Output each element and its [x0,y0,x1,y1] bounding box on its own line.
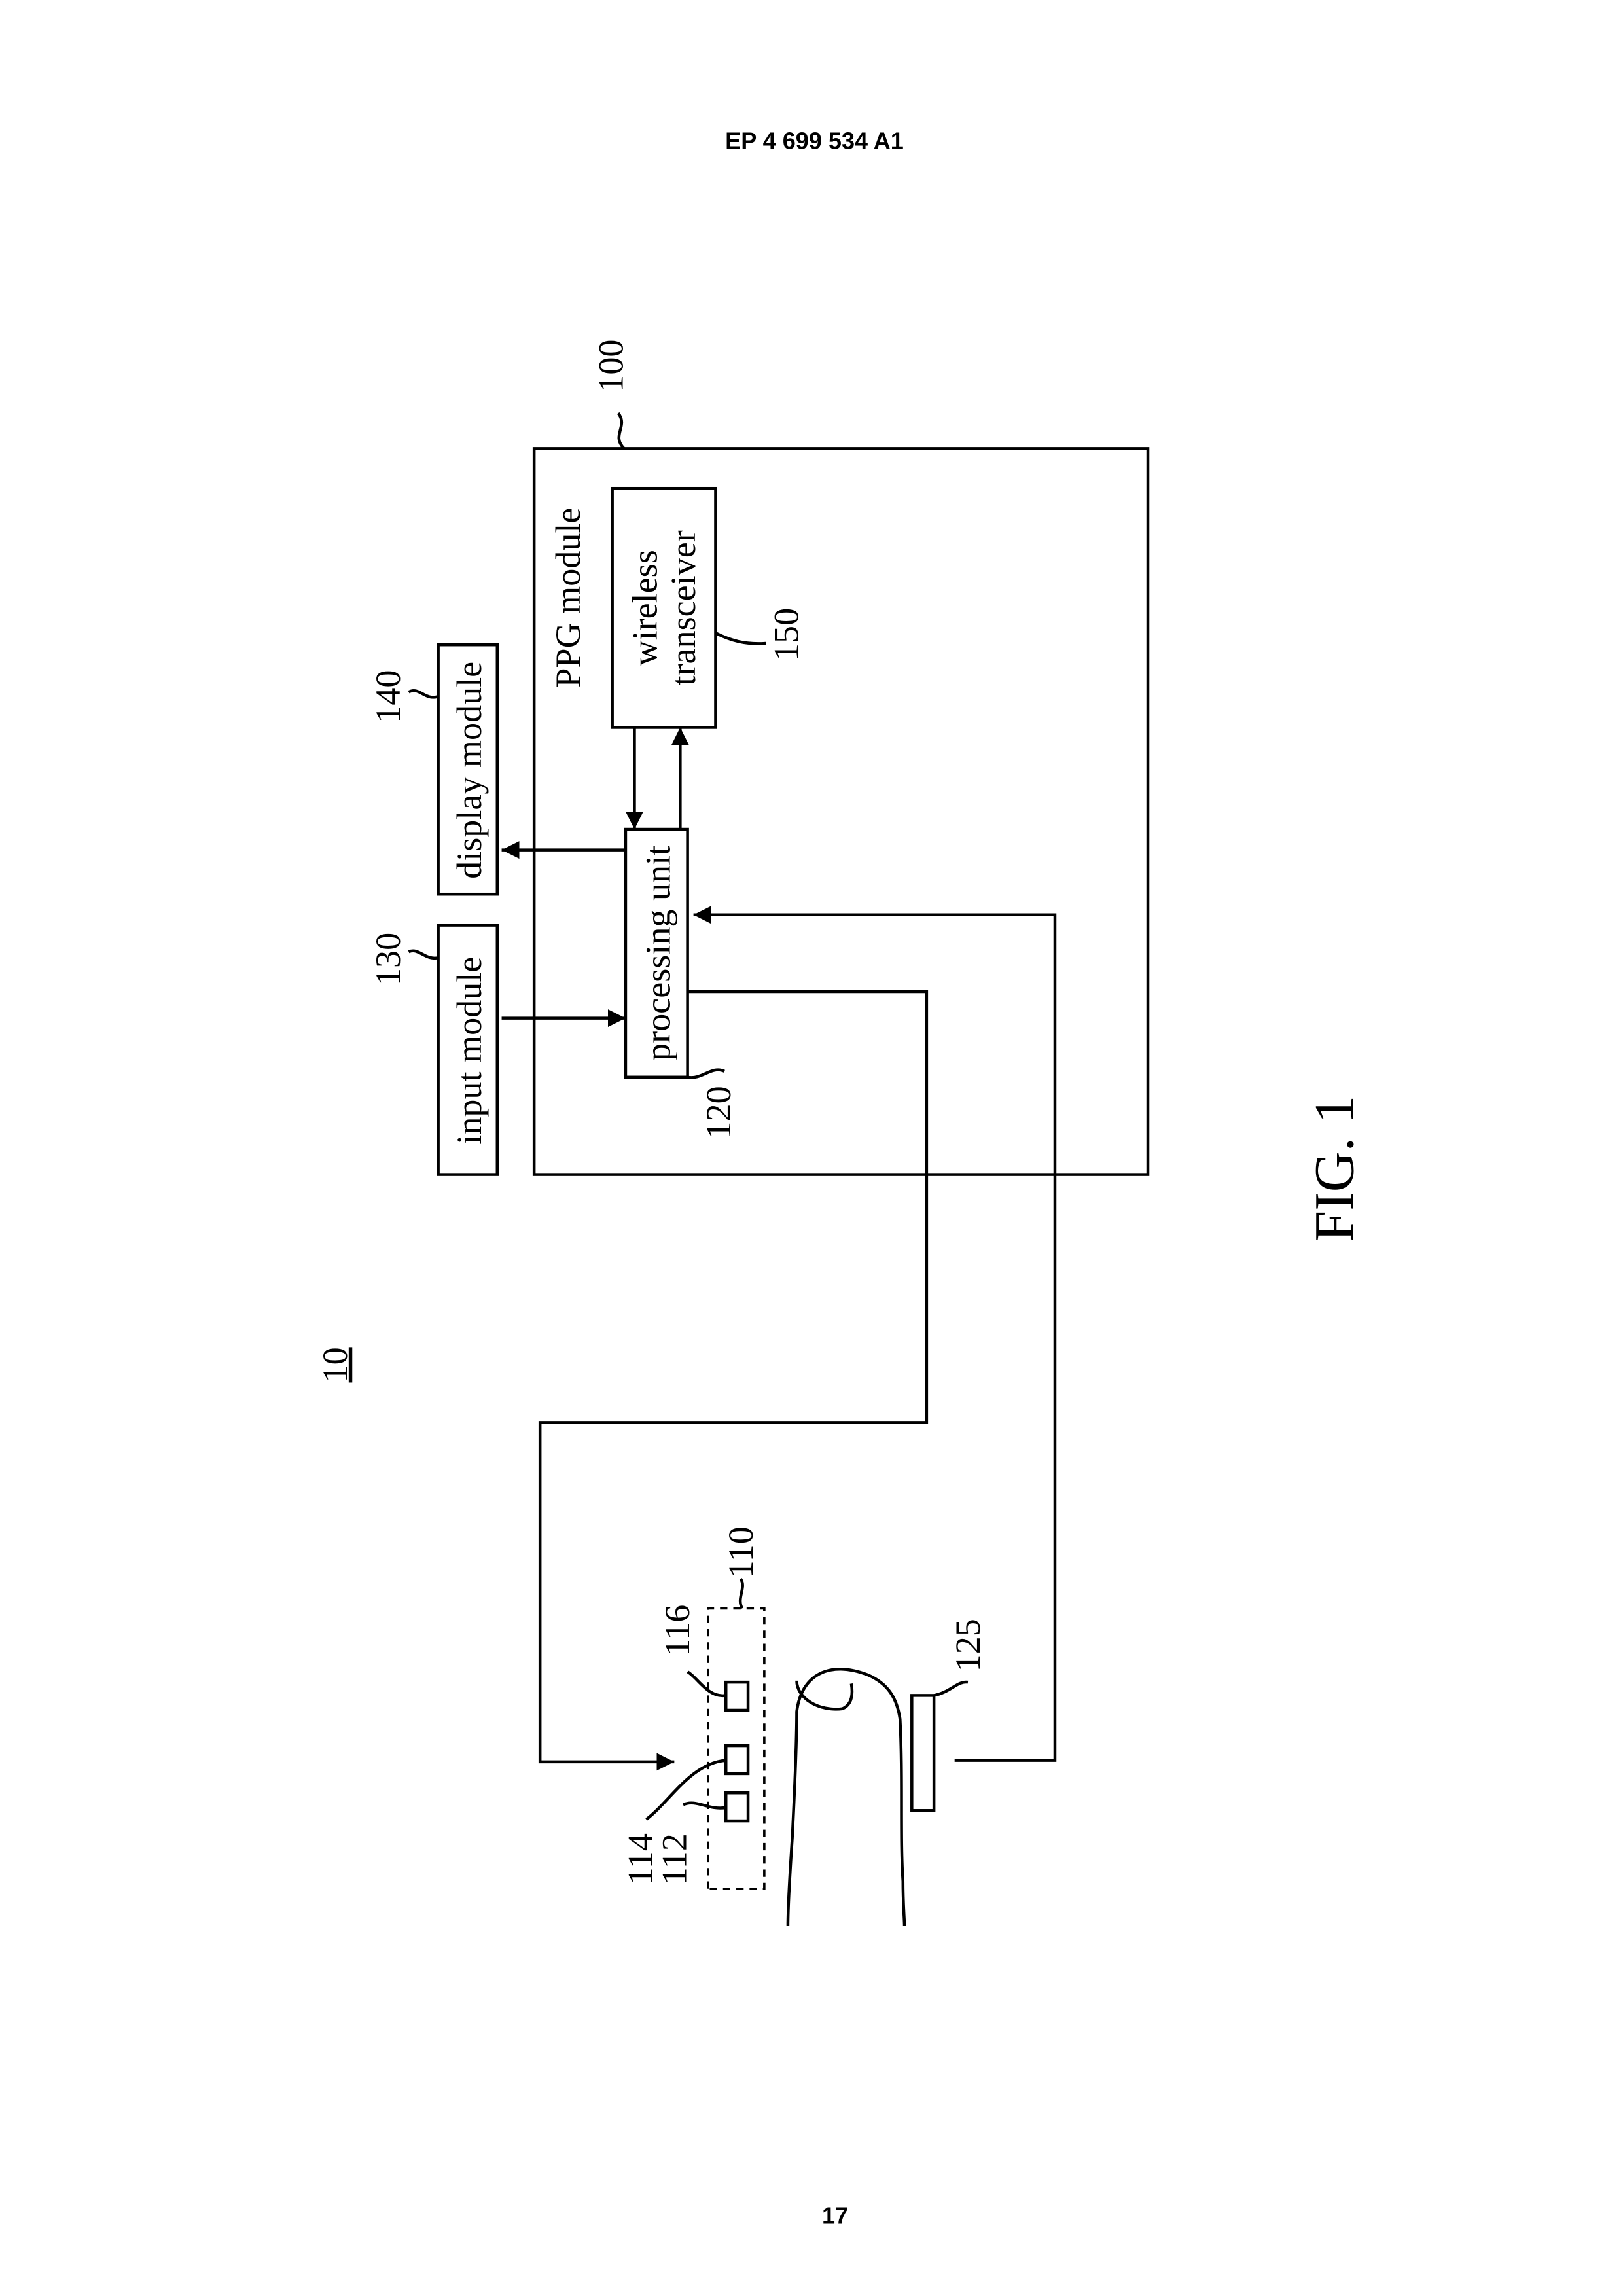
detector-125 [912,1695,934,1810]
ppg-module-ref-leader [618,413,624,448]
sensor-114-ref: 114 [621,1833,660,1885]
page-number: 17 [822,2202,848,2229]
display-module-ref: 140 [368,670,408,723]
display-module-ref-leader [409,691,438,697]
processing-unit-ref: 120 [699,1086,738,1139]
ppg-module-label: PPG module [548,508,588,688]
sensor-112-ref: 112 [654,1833,694,1885]
sensor-116-ref-leader [688,1672,726,1696]
document-number: EP 4 699 534 A1 [725,128,904,154]
wireless-transceiver-label-line2: transceiver [664,530,703,685]
ppg-module-ref: 100 [591,340,630,393]
sensor-element-112 [726,1793,748,1821]
sensor-unit-ref: 110 [721,1526,760,1578]
wireless-transceiver-label-line1: wireless [625,550,664,666]
figure-1: 10 PPG module 100 wireless transceiver 1… [315,340,1366,1926]
sensor-element-116 [726,1682,748,1710]
detector-ref-leader [934,1682,968,1695]
sensor-unit-ref-leader [740,1579,743,1608]
figure-caption: FIG. 1 [1303,1096,1365,1242]
processing-unit-label: processing unit [639,846,678,1061]
input-module-ref-leader [409,951,438,958]
sensor-element-114 [726,1746,748,1774]
system-ref-label: 10 [315,1347,355,1382]
sensor-114-ref-leader [646,1761,726,1820]
detector-ref: 125 [948,1619,988,1672]
display-module-label: display module [450,662,489,879]
wireless-transceiver-ref: 150 [767,608,806,661]
sensor-112-ref-leader [683,1803,726,1808]
input-module-ref: 130 [368,933,408,986]
sensor-116-ref: 116 [658,1605,697,1657]
input-module-label: input module [450,957,489,1145]
